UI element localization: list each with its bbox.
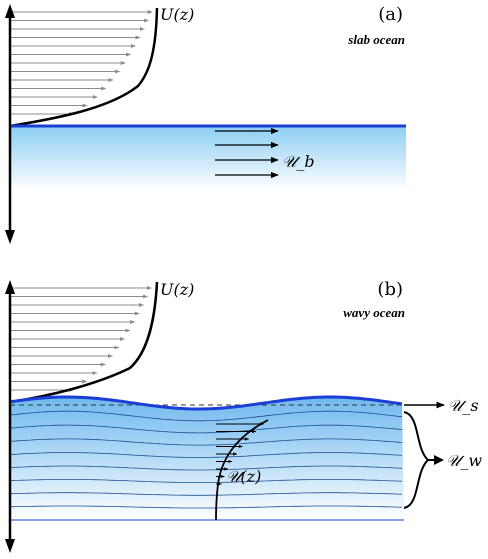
panel-b-tag: (b) — [377, 279, 403, 300]
wave-streamline — [9, 452, 403, 458]
wind-arrows-a — [10, 10, 153, 116]
wave-streamline — [9, 492, 403, 496]
wave-streamlines — [9, 410, 403, 509]
wind-arrows-b — [10, 286, 152, 392]
wave-brace — [403, 411, 430, 509]
panel-a-title: slab ocean — [347, 32, 405, 47]
bulk-current-arrows — [215, 127, 279, 179]
wave-streamline — [9, 438, 403, 446]
wave-streamline — [9, 424, 403, 434]
wavy-ocean-water — [10, 397, 404, 520]
panel-b: U(z) (b) wavy ocean 𝒰(z) 𝒰_s 𝒰_w — [5, 279, 482, 553]
wind-profile-curve-b — [9, 281, 159, 404]
axis-arrowhead-bottom-a — [5, 230, 15, 244]
wavy-surface-line — [9, 395, 403, 411]
panel-a: U(z) (a) slab ocean 𝒰_b — [5, 4, 406, 244]
slab-ocean-water — [10, 126, 406, 190]
current-profile-curve — [215, 419, 269, 521]
axis-arrowhead-top-b — [5, 280, 15, 294]
panel-a-tag: (a) — [378, 4, 403, 25]
surface-velocity-label: 𝒰_s — [448, 396, 479, 415]
wind-profile-label-b: U(z) — [160, 280, 194, 299]
wind-profile-curve-a — [9, 7, 159, 128]
wave-streamline — [9, 505, 403, 509]
wind-profile-label-a: U(z) — [160, 5, 194, 24]
wave-streamline — [9, 465, 403, 471]
bulk-current-label: 𝒰_b — [282, 152, 315, 171]
wave-streamline — [9, 410, 403, 422]
panel-b-title: wavy ocean — [343, 305, 405, 320]
wave-velocity-label: 𝒰_w — [446, 451, 482, 470]
axis-arrowhead-bottom-b — [5, 539, 15, 553]
wave-streamline — [9, 479, 403, 483]
axis-arrowhead-top-a — [5, 4, 15, 18]
current-profile-label: 𝒰(z) — [226, 467, 261, 486]
